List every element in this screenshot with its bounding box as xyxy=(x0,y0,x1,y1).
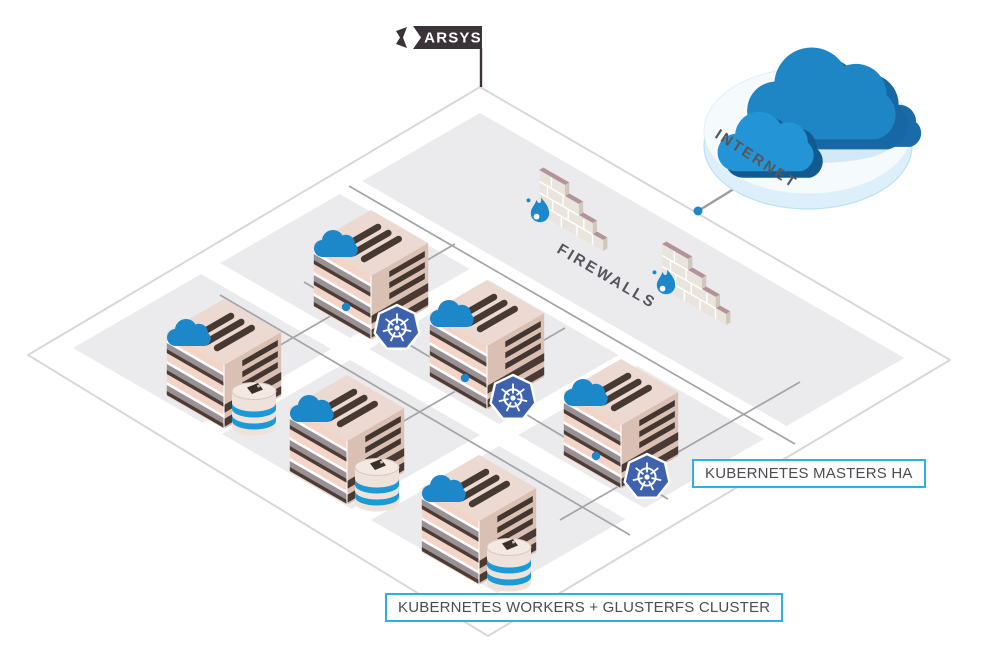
ribbon-fold xyxy=(396,27,407,48)
kubernetes-helm-icon xyxy=(623,452,671,499)
provider-name: ARSYS xyxy=(424,30,482,47)
kubernetes-helm-icon xyxy=(373,303,421,350)
link-dot xyxy=(460,373,470,383)
link-dot xyxy=(341,302,351,312)
link-dot xyxy=(591,451,601,461)
internet-link xyxy=(697,185,738,213)
firewall-zone-panel xyxy=(362,113,905,426)
link-dot xyxy=(693,206,703,216)
internet-node: INTERNET xyxy=(703,47,922,210)
storage-disk-icon xyxy=(486,538,532,592)
storage-disk-icon xyxy=(231,382,277,436)
workers-link xyxy=(219,294,631,536)
kubernetes-helm-icon xyxy=(489,373,537,420)
provider-ribbon: ARSYS xyxy=(396,26,483,87)
storage-disk-icon xyxy=(354,458,400,512)
branch-link-3 xyxy=(559,381,801,521)
ribbon-banner xyxy=(413,26,482,49)
firewall-lane-link xyxy=(348,185,796,445)
masters-label: KUBERNETES MASTERS HA xyxy=(692,459,926,488)
workers-label: KUBERNETES WORKERS + GLUSTERFS CLUSTER xyxy=(385,593,784,622)
